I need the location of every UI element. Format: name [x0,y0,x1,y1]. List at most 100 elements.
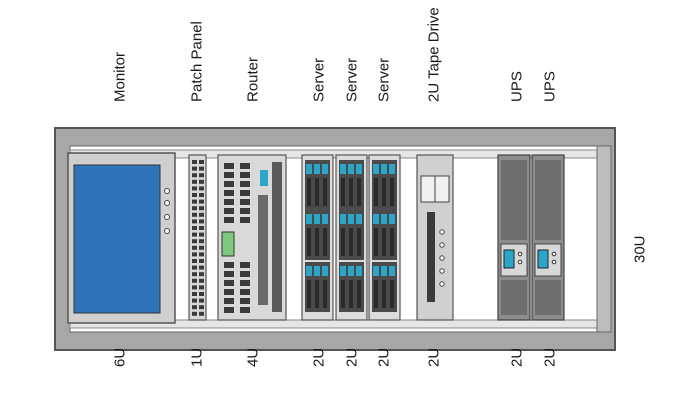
unit-label-server-2: 2U [343,347,361,367]
server-device-2 [335,154,368,321]
server-drive-led [356,266,362,276]
server-drive-led [340,164,346,174]
server-drive-led [314,266,320,276]
server-drive-led [340,266,346,276]
ups-device-2 [531,154,565,321]
router-port [240,217,250,223]
patch-port [192,259,197,263]
server-drive-led [381,214,387,224]
unit-label-ups-1: 2U [508,347,526,367]
server-drive-slot [323,280,327,308]
server-drive-slot [390,228,394,256]
rack-post-right [596,145,612,333]
server-drive-led [340,214,346,224]
ups-button [551,251,557,257]
patch-port [192,298,197,303]
monitor-device [67,152,176,324]
server-drive-led [322,164,328,174]
router-port [224,217,234,223]
server-drive-slot [315,228,319,256]
server-drive-led [389,164,395,174]
ups-vent [501,280,527,315]
router-port [224,199,234,205]
server-drive-led [306,266,312,276]
server-drive-slot [323,228,327,256]
router-port [240,199,250,205]
server-drive-slot [315,280,319,308]
server-drive-slot [374,178,378,206]
patch-port [192,292,197,296]
patch-port [192,245,197,250]
patch-port [199,259,204,263]
patch-port [199,245,204,250]
patch-port [192,265,197,270]
device-label-ups-1: UPS [508,71,526,102]
patch-port [199,226,204,230]
router-port [224,271,234,277]
server-drive-led [348,164,354,174]
server-drive-slot [315,178,319,206]
router-port [224,181,234,187]
router-port [240,172,250,178]
server-drive-led [389,214,395,224]
ups-vent [535,280,561,315]
server-drive-slot [390,178,394,206]
patch-port [192,212,197,217]
patch-port [192,232,197,237]
patch-port [199,186,204,191]
device-label-server-3: Server [375,57,393,102]
patch-port [199,193,204,197]
device-label-server-2: Server [343,57,361,102]
patch-port [192,226,197,230]
unit-label-ups-2: 2U [541,347,559,367]
patch-port [192,272,197,277]
server-drive-led [306,214,312,224]
router-port [240,271,250,277]
server-device-1 [301,154,334,321]
router-port [240,307,250,313]
patch-port [199,265,204,270]
router-port [224,307,234,313]
patch-port [192,239,197,244]
server-drive-slot [374,228,378,256]
router-port [224,280,234,286]
ups-display [537,249,549,269]
ups-display [503,249,515,269]
server-drive-led [322,214,328,224]
patch-port [192,179,197,184]
monitor-screen [73,164,161,314]
unit-label-monitor: 6U [111,347,129,367]
server-drive-led [356,164,362,174]
server-drive-slot [341,228,345,256]
server-drive-slot [349,228,353,256]
router-display [221,231,235,257]
server-drive-slot [323,178,327,206]
device-label-router: Router [244,56,262,102]
patch-port [192,166,197,171]
patch-port [199,160,204,164]
patch-port [192,278,197,283]
server-drive-slot [341,178,345,206]
patch-port [199,292,204,296]
router-port [224,262,234,268]
router-port [240,289,250,295]
server-drive-slot [341,280,345,308]
patch-port [199,219,204,224]
server-drive-slot [357,178,361,206]
patch-port [199,206,204,211]
server-drive-led [322,266,328,276]
patch-port [199,298,204,303]
tape-drive-device [416,154,454,321]
server-drive-slot [307,178,311,206]
server-drive-led [373,266,379,276]
server-drive-led [348,266,354,276]
router-port [240,163,250,169]
router-port [224,289,234,295]
patch-port [192,160,197,164]
patch-port [199,232,204,237]
server-drive-slot [382,228,386,256]
patch-port [199,305,204,310]
server-drive-led [373,164,379,174]
